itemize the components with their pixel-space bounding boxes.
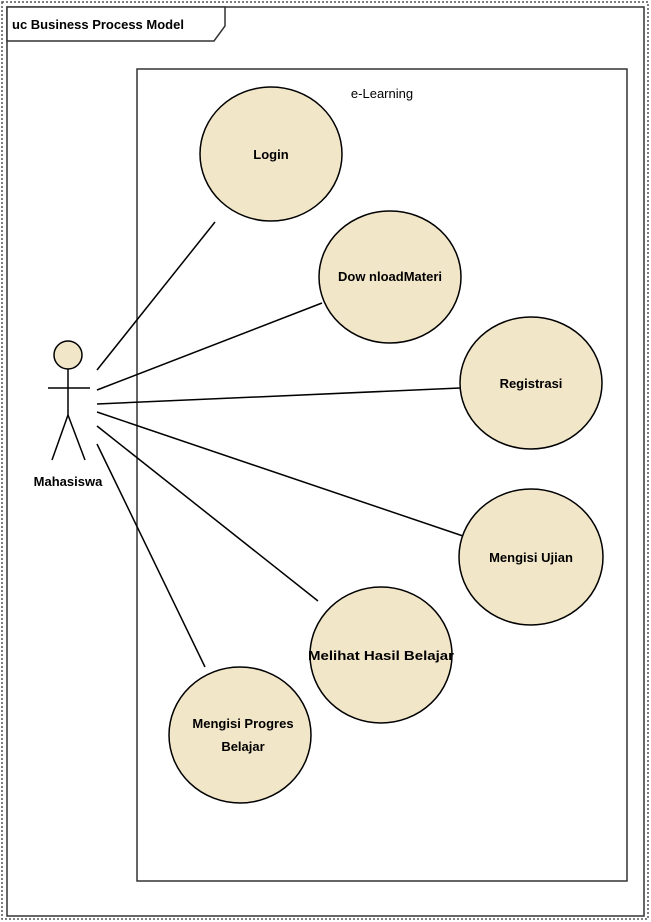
associations: [96, 221, 464, 668]
use-case-melihat-hasil-belajar[interactable]: Melihat Hasil Belajar: [308, 586, 454, 724]
system-boundary-label: e-Learning: [351, 86, 413, 101]
association-download-materi: [96, 302, 323, 391]
use-case-mengisi-ujian-shape: [458, 488, 604, 626]
association-melihat-hasil-belajar: [96, 425, 319, 602]
frame-title: uc Business Process Model: [12, 17, 184, 32]
use-case-login[interactable]: Login: [199, 86, 343, 222]
use-case-registrasi-shape: [459, 316, 603, 450]
actor-right-leg: [67, 414, 86, 461]
use-case-download-materi-label: Dow nloadMateri: [338, 269, 442, 284]
system-boundary: [136, 68, 628, 882]
actor-left-leg: [51, 414, 69, 461]
use-case-mengisi-ujian[interactable]: Mengisi Ujian: [458, 488, 604, 626]
use-case-registrasi-label: Registrasi: [500, 376, 563, 391]
use-case-login-label: Login: [253, 147, 288, 162]
actor-label: Mahasiswa: [34, 474, 103, 489]
use-case-melihat-hasil-belajar-shape: [309, 586, 453, 724]
use-case-mengisi-progres-belajar-shape: [168, 666, 312, 804]
use-case-melihat-hasil-belajar-label: Melihat Hasil Belajar: [308, 648, 454, 663]
use-case-download-materi[interactable]: Dow nloadMateri: [318, 210, 462, 344]
use-case-registrasi[interactable]: Registrasi: [459, 316, 603, 450]
diagram-frame-border: [6, 6, 645, 917]
actor-head: [53, 340, 83, 370]
association-mengisi-ujian: [96, 411, 464, 537]
association-mengisi-progres-belajar: [96, 443, 206, 668]
frame-title-tab: [6, 6, 226, 42]
association-login: [96, 221, 216, 371]
use-case-mengisi-ujian-label: Mengisi Ujian: [489, 550, 573, 565]
use-case-login-shape: [199, 86, 343, 222]
actor-mahasiswa[interactable]: [48, 340, 90, 461]
use-case-mengisi-progres-belajar-label-line2: Belajar: [221, 739, 264, 754]
use-case-mengisi-progres-belajar[interactable]: Mengisi Progres Belajar: [168, 666, 312, 804]
association-registrasi: [96, 387, 461, 405]
use-case-download-materi-shape: [318, 210, 462, 344]
use-case-mengisi-progres-belajar-label-line1: Mengisi Progres: [192, 716, 293, 731]
